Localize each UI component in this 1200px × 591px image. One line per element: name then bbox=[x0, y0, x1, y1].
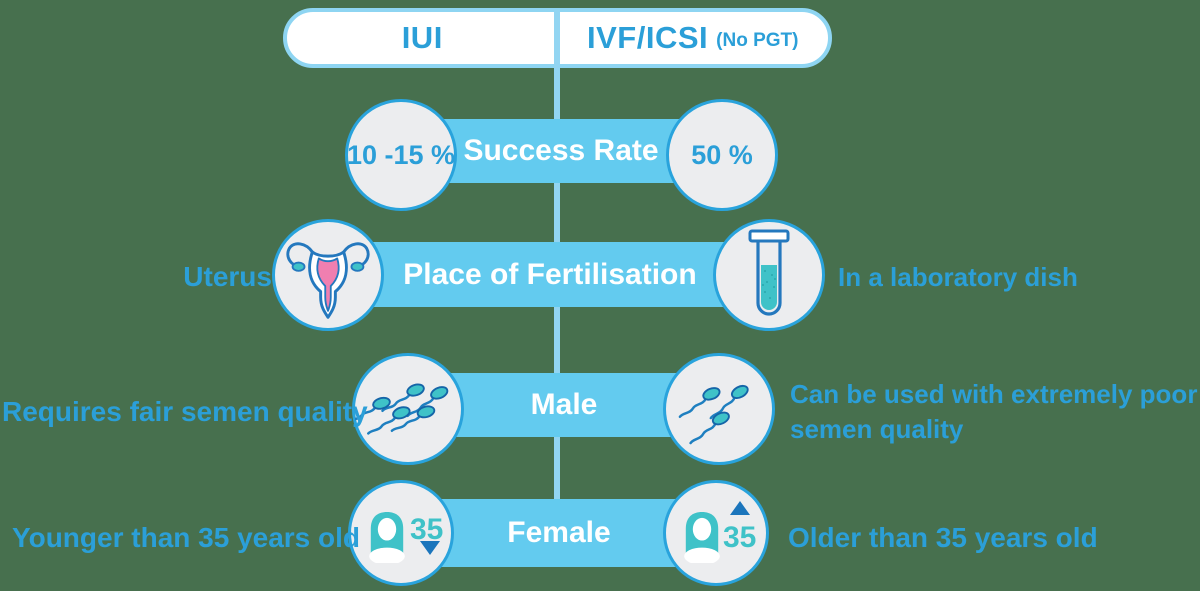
uterus-circle bbox=[272, 219, 384, 331]
uterus-icon bbox=[286, 242, 370, 319]
test-tube-icon bbox=[748, 229, 790, 316]
woman-icon bbox=[369, 511, 405, 563]
header-right-note: (No PGT) bbox=[716, 30, 799, 51]
older-woman-circle: 35 bbox=[663, 480, 769, 586]
sperm-group-icon bbox=[678, 384, 749, 445]
sperm-group-icon bbox=[355, 383, 449, 435]
male-label: Male bbox=[530, 388, 598, 421]
younger-woman-circle: 35 bbox=[348, 480, 454, 586]
iui-semen-quality-label: Requires fair semen quality bbox=[2, 396, 368, 427]
header-right-cell: IVF/ICSI (No PGT) bbox=[558, 12, 829, 64]
ivf-success-rate-circle: 50 % bbox=[666, 99, 778, 211]
arrow-down-icon bbox=[420, 541, 440, 555]
header-left-cell: IUI bbox=[287, 12, 558, 64]
iui-sperm-circle bbox=[352, 353, 464, 465]
place-of-fertilisation-label: Place of Fertilisation bbox=[403, 257, 697, 291]
female-label: Female bbox=[507, 516, 611, 549]
ivf-success-rate-value: 50 % bbox=[691, 139, 753, 170]
iui-success-rate-value: 10 -15 % bbox=[346, 139, 456, 170]
older-than-35-label: Older than 35 years old bbox=[788, 522, 1098, 553]
younger-than-35-label: Younger than 35 years old bbox=[12, 522, 361, 553]
place-of-fertilisation-bar: Place of Fertilisation bbox=[330, 242, 770, 307]
header-left-label: IUI bbox=[401, 20, 443, 55]
woman-icon bbox=[684, 511, 720, 563]
iui-success-rate-circle: 10 -15 % bbox=[345, 99, 457, 211]
laboratory-dish-side-label: In a laboratory dish bbox=[838, 262, 1078, 292]
age-value: 35 bbox=[410, 513, 444, 546]
success-rate-label: Success Rate bbox=[463, 134, 659, 167]
uterus-side-label: Uterus bbox=[183, 261, 272, 292]
header-right-label: IVF/ICSI bbox=[587, 20, 709, 55]
ivf-sperm-circle bbox=[663, 353, 775, 465]
age-value: 35 bbox=[723, 521, 757, 554]
arrow-up-icon bbox=[730, 501, 750, 515]
test-tube-circle bbox=[713, 219, 825, 331]
ivf-semen-quality-label: Can be used with extremely poor semen qu… bbox=[790, 379, 1198, 444]
